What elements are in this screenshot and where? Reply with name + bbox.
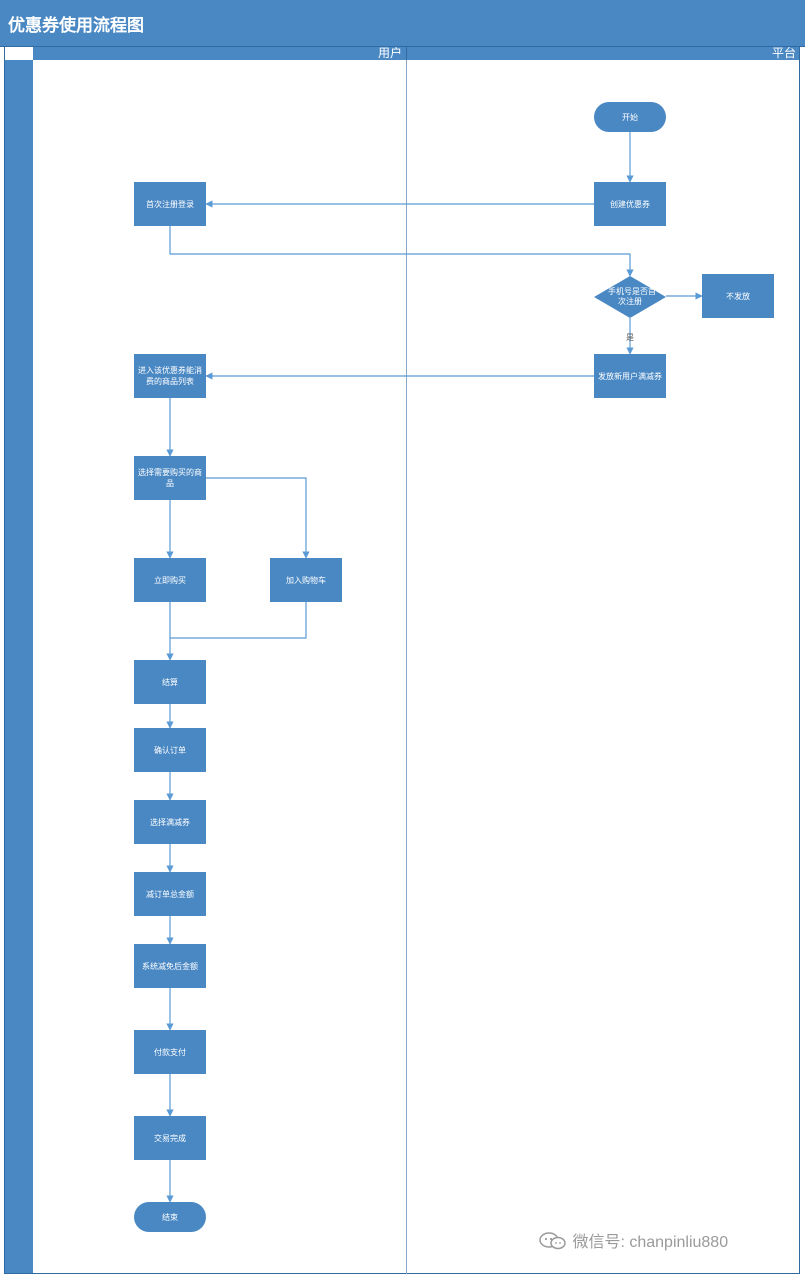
node-decision-first-phone: 手机号是否首 次注册 (594, 276, 666, 318)
edge-addcart-merge (170, 602, 307, 639)
node-issue-coupon-label: 发放新用户满减券 (598, 371, 662, 381)
node-end: 结束 (134, 1202, 206, 1232)
node-no-issue-label: 不发放 (726, 291, 750, 301)
page-title: 优惠券使用流程图 (8, 16, 144, 35)
node-confirm-order-label: 确认订单 (154, 745, 186, 755)
edge-label-yes: 是 (626, 333, 634, 342)
node-select-coupon-label: 选择满减券 (150, 817, 190, 827)
pool-frame (4, 46, 800, 1274)
node-reduce-total-label: 减订单总金额 (146, 889, 194, 899)
watermark: 微信号: chanpinliu880 (538, 1228, 728, 1252)
node-end-label: 结束 (162, 1212, 178, 1222)
node-pay: 付款支付 (134, 1030, 206, 1074)
node-start-label: 开始 (622, 112, 638, 122)
node-select-goods: 选择需要购买的商 品 (134, 456, 206, 500)
lane-divider (406, 60, 407, 1274)
node-decision-line1: 手机号是否首 (608, 286, 656, 296)
node-first-register: 首次注册登录 (134, 182, 206, 226)
node-product-list-line2: 费的商品列表 (146, 376, 194, 386)
node-product-list: 进入该优惠券能消 费的商品列表 (134, 354, 206, 398)
node-system-reduce-label: 系统减免后金额 (142, 961, 198, 971)
node-start: 开始 (594, 102, 666, 132)
node-no-issue: 不发放 (702, 274, 774, 318)
node-issue-coupon: 发放新用户满减券 (594, 354, 666, 398)
node-pay-label: 付款支付 (154, 1047, 186, 1057)
lane-header-user: 用户 (33, 46, 407, 60)
node-add-cart: 加入购物车 (270, 558, 342, 602)
node-select-goods-line1: 选择需要购买的商 (138, 467, 202, 477)
pool-side-bar (4, 60, 33, 1274)
node-buy-now-label: 立即购买 (154, 575, 186, 585)
node-confirm-order: 确认订单 (134, 728, 206, 772)
lane-header-platform: 平台 (407, 46, 800, 60)
node-select-coupon: 选择满减券 (134, 800, 206, 844)
node-reduce-total: 减订单总金额 (134, 872, 206, 916)
edge-register-decision (169, 226, 634, 277)
node-checkout-label: 结算 (162, 677, 178, 687)
node-create-coupon: 创建优惠券 (594, 182, 666, 226)
node-system-reduce: 系统减免后金额 (134, 944, 206, 988)
node-complete: 交易完成 (134, 1116, 206, 1160)
watermark-text: 微信号: chanpinliu880 (572, 1234, 729, 1251)
node-buy-now: 立即购买 (134, 558, 206, 602)
node-complete-label: 交易完成 (154, 1133, 186, 1143)
node-add-cart-label: 加入购物车 (286, 575, 326, 585)
node-select-goods-line2: 品 (166, 479, 174, 488)
wechat-icon (538, 1232, 568, 1250)
node-first-register-label: 首次注册登录 (146, 199, 194, 209)
node-checkout: 结算 (134, 660, 206, 704)
node-product-list-line1: 进入该优惠券能消 (138, 365, 202, 375)
node-create-coupon-label: 创建优惠券 (610, 199, 650, 209)
edge-select-addcart (206, 477, 310, 559)
node-decision-line2: 次注册 (618, 296, 642, 306)
connectors (166, 132, 703, 1203)
